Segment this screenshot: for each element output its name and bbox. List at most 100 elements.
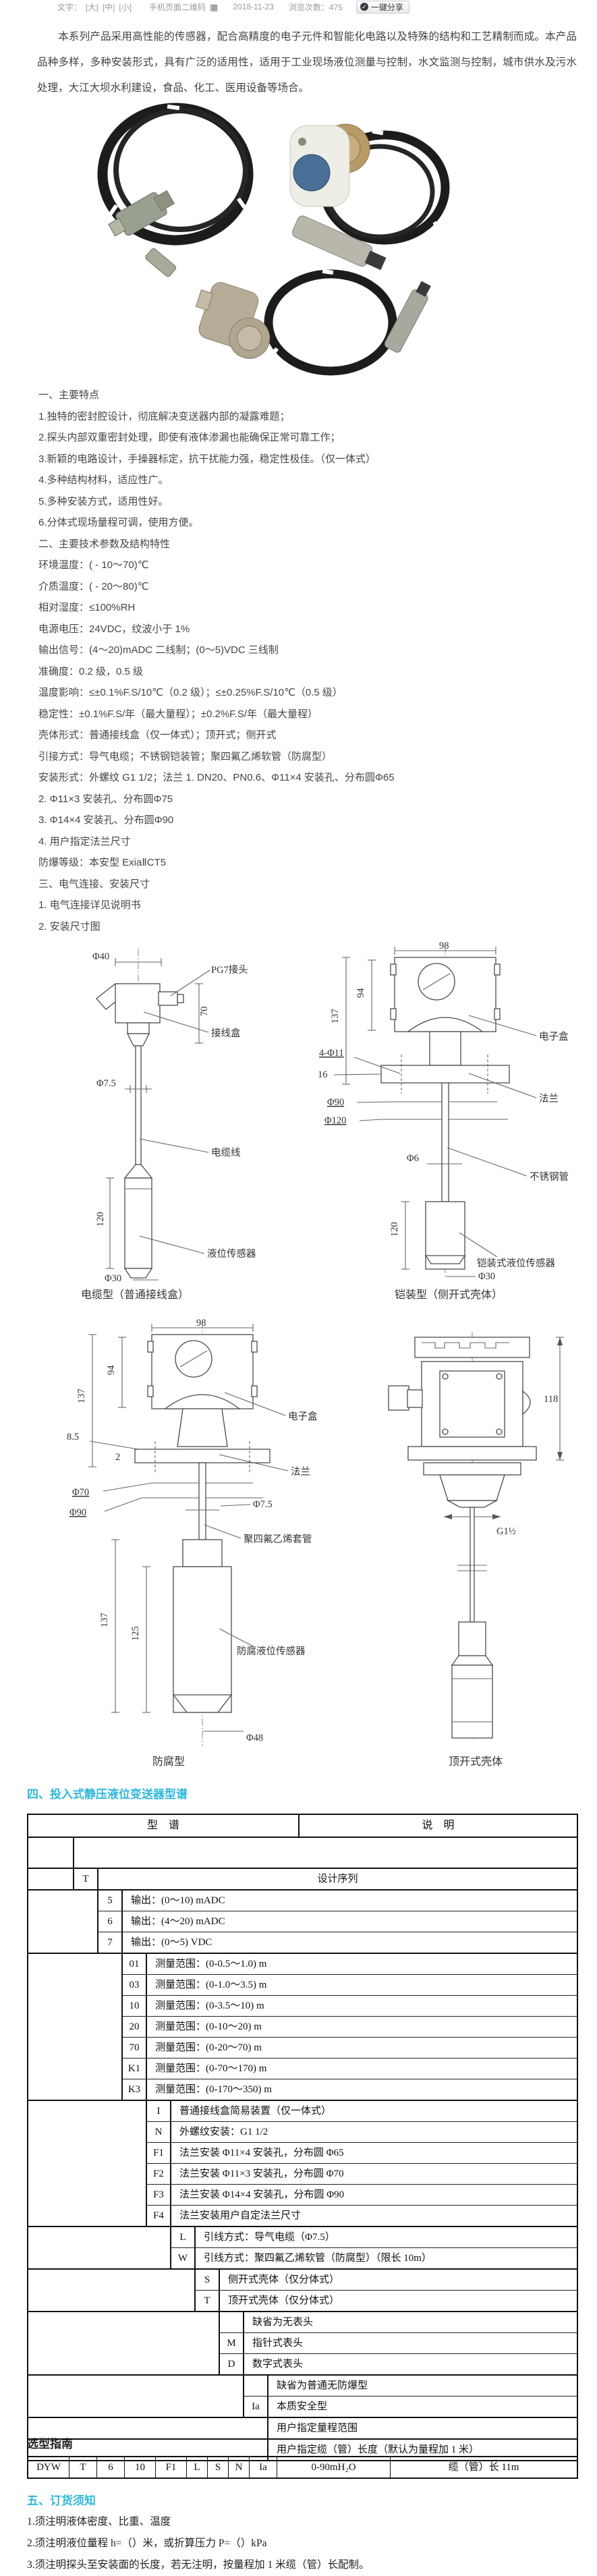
dim-phi7-5: Φ7.5 [253,1499,273,1510]
ordering-item: 1.须注明液体密度、比重、温度 [27,2516,171,2527]
dim-16: 16 [318,1069,328,1080]
dim-phi48: Φ48 [246,1733,263,1743]
spec-item: 稳定性：±0.1%F.S/年（最大量程）；±0.2%F.S/年（最大量程） [38,708,318,720]
dim-137: 137 [76,1389,87,1403]
font-size-medium[interactable]: [中] [102,2,115,12]
font-size-large[interactable]: [大] [86,2,98,12]
example-cell-span: 0-90mH₂O [277,2457,391,2477]
share-button[interactable]: ✓ 一键分享 [356,0,409,13]
model-table-header: 型 谱 说 明 [28,1815,577,1837]
electrical-item: 2. 安装尺寸图 [38,920,101,932]
dim-phi30: Φ30 [105,1273,121,1282]
font-size-small[interactable]: [小] [119,2,132,12]
spec-item: 引接方式：导气电缆；不锈钢铠装管；聚四氟乙烯软管（防腐型） [38,750,333,762]
example-cell-meter: N [229,2457,250,2477]
table-row: 缺省为普通无防爆型 [244,2376,577,2396]
caption-armored-type: 铠装型（侧开式壳体） [394,1289,503,1301]
diagram-armored-type: 98 电子盒 137 94 4-Φ11 16 法兰 Φ90 Φ120 Φ6 不锈… [318,941,569,1282]
model-group-user-range: 用户指定量程范围 [28,2417,577,2438]
label-electronics-box: 电子盒 [288,1411,318,1422]
ordering-list: 1.须注明液体密度、比重、温度 2.须注明液位量程 h=（）米，或折算压力 P=… [27,2511,567,2576]
spec-item: 相对湿度：≤100%RH [38,602,136,613]
dim-98: 98 [439,941,449,951]
header-description: 说 明 [422,1820,455,1831]
label-electronics-box: 电子盒 [539,1031,569,1042]
features-title: 一、主要特点 [38,389,100,401]
label-stainless-tube: 不锈钢管 [530,1171,569,1183]
dim-120b: 120 [389,1222,400,1237]
spec-item: 环境温度：( - 10～70)℃ [38,559,149,571]
feature-item: 2.探头内部双重密封处理，即使有液体渗漏也能确保正常可靠工作； [38,432,341,443]
dim-137b: 137 [99,1613,110,1627]
example-cell-output: 6 [97,2457,125,2477]
label-flange: 法兰 [539,1093,559,1104]
mobile-qr-label: 手机页面二维码 [149,2,206,12]
view-count: 浏览次数：475 [288,2,343,12]
label-bolt-holes: 4-Φ11 [319,1048,344,1059]
spec-item: 介质温度：( - 20～80)℃ [38,580,149,592]
label-anticorr-sensor: 防腐液位传感器 [237,1645,306,1657]
dim-94: 94 [106,1365,117,1375]
spec-item: 防爆等级：本安型 ExiaⅡCT5 [38,857,167,868]
intro-text: 本系列产品采用高性能的传感器，配合高精度的电子元件和智能化电路以及特殊的结构和工… [37,31,577,94]
qr-code-icon[interactable]: ▦ [210,1,219,12]
feature-item: 4.多种结构材料，适应性广。 [38,474,169,486]
example-cell-ex: Ia [250,2457,277,2477]
diagram-cable-type: Φ40 PG7接头 70 接线盒 Φ7.5 电缆线 120 液位传感器 Φ30 [92,949,256,1282]
example-cell-length: 缆（管）长 11m [448,2462,519,2473]
example-cell-install: F1 [156,2457,187,2477]
ordering-item: 2.须注明液位量程 h=（）米，或折算压力 P=（）kPa [27,2538,267,2549]
diagram-top-open-housing: 118 G1½ [388,1332,564,1739]
specs-title: 二、主要技术参数及结构特性 [38,538,171,550]
dim-8-5: 8.5 [67,1432,79,1443]
example-cell-range: 10 [125,2457,156,2477]
spec-item: 准确度：0.2 级，0.5 级 [38,665,144,677]
label-armored-sensor: 铠装式液位传感器 [477,1258,555,1269]
dim-g1-half: G1½ [496,1526,516,1537]
model-group-base [28,1837,577,1868]
label-cable: 电缆线 [211,1147,241,1158]
label-flange: 法兰 [291,1466,310,1478]
dim-120: 120 [95,1212,106,1227]
example-cell-design: T [69,2457,97,2477]
dim-phi40: Φ40 [92,951,109,962]
font-size-label: 文字： [57,2,82,12]
share-button-label: 一键分享 [370,2,403,12]
dim-70: 70 [199,1007,210,1017]
dim-phi6: Φ6 [407,1153,419,1164]
model-group-user-length: 用户指定缆（管）长度（默认为量程加 1 米） [28,2438,577,2460]
label-ptfe-sleeve: 聚四氟乙烯套管 [244,1534,312,1545]
header-model: 型 谱 [28,1815,300,1837]
selection-guide-title: 选型指南 [27,2438,73,2451]
feature-item: 6.分体式现场量程可调，使用方便。 [38,517,199,528]
meta-bar: 文字： [大] [中] [小] 手机页面二维码 ▦ 2018-11-23 浏览次… [57,0,409,13]
label-pg7-connector: PG7接头 [211,964,248,976]
photo-flange-transmitter [289,123,450,271]
intro-paragraph: 本系列产品采用高性能的传感器，配合高精度的电子元件和智能化电路以及特殊的结构和工… [37,24,577,101]
product-photos [97,103,450,376]
feature-item: 1.独特的密封腔设计，彻底解决变送器内部的凝露难题； [38,410,290,422]
caption-anticorrosion-type: 防腐型 [152,1756,185,1768]
